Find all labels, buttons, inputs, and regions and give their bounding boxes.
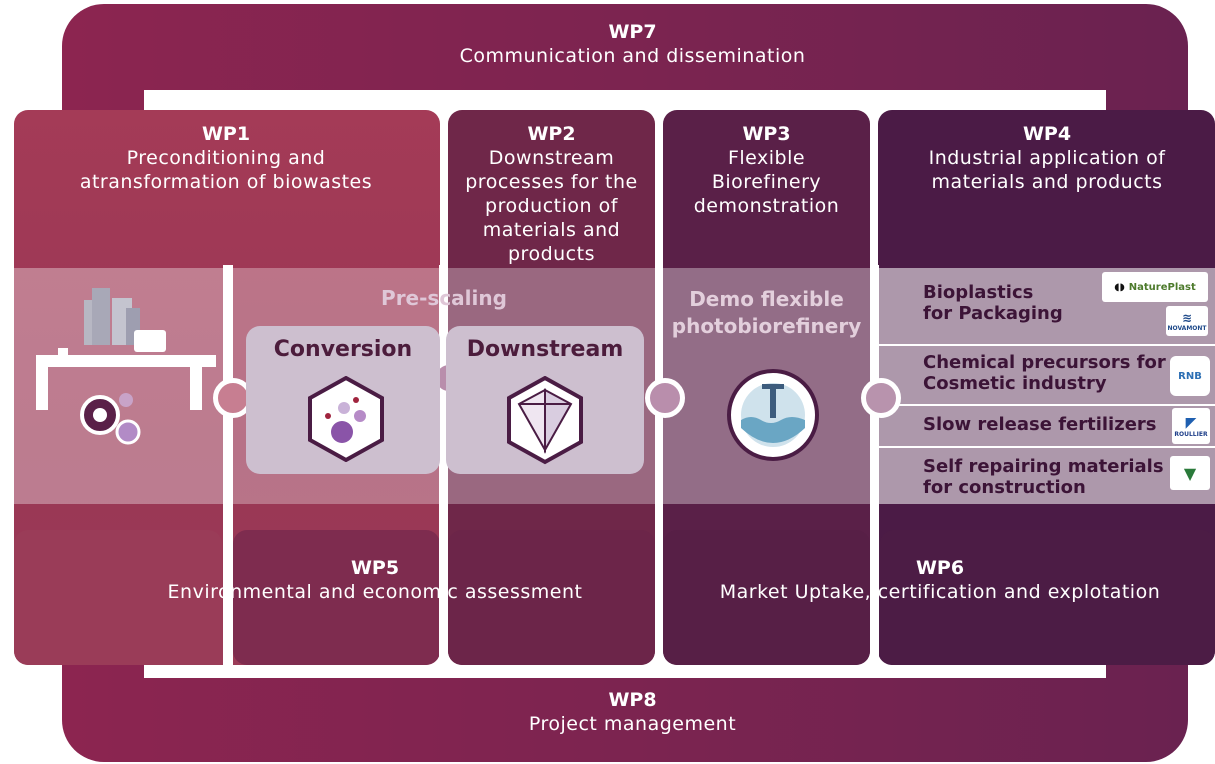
natureplast-logo: ◖◗NaturePlast: [1102, 272, 1208, 302]
wp5-piece-c: [448, 530, 655, 665]
product-line1: Self repairing materials: [923, 456, 1164, 477]
conversion-label: Conversion: [273, 337, 413, 362]
wp5-label: WP5 Environmental and economic assessmen…: [100, 556, 650, 604]
product-chemical-precursors: Chemical precursors for Cosmetic industr…: [923, 352, 1166, 394]
wp3-line: demonstration: [693, 195, 840, 217]
wp5-id: WP5: [350, 557, 400, 579]
wp4-line1: Industrial application of: [928, 147, 1166, 169]
wp7-title: Communication and dissemination: [459, 45, 806, 67]
puzzle-tab-4: [861, 378, 901, 418]
wp6-piece-b: [880, 530, 1215, 665]
wp2-line: products: [508, 243, 595, 265]
wp3-id: WP3: [742, 123, 791, 145]
product-divider-3: [879, 446, 1215, 448]
natureplast-text: NaturePlast: [1128, 281, 1196, 293]
wp2-line: production of: [485, 195, 618, 217]
prescaling-label: Pre-scaling: [381, 286, 507, 310]
product-fertilizers: Slow release fertilizers: [923, 414, 1157, 435]
wp1-line1: Preconditioning and: [126, 147, 326, 169]
wp2-line: materials and: [482, 219, 621, 241]
product-line2: for Packaging: [923, 303, 1063, 324]
separator-4: [870, 265, 879, 665]
wp3-line: Flexible: [727, 147, 806, 169]
wp7-id: WP7: [608, 21, 657, 43]
roullier-logo: ◤ROULLIER: [1172, 408, 1210, 444]
wp2-line: processes for the: [465, 171, 638, 193]
wp6-title: Market Uptake, certification and explota…: [719, 581, 1161, 603]
rnb-logo: RNB: [1170, 356, 1210, 396]
wp8-label: WP8 Project management: [300, 688, 965, 736]
downstream-hexagon-icon: [507, 376, 583, 465]
wp6-label: WP6 Market Uptake, certification and exp…: [690, 556, 1190, 604]
wp5-piece-b: [233, 530, 440, 665]
product-line1: Bioplastics: [923, 282, 1034, 303]
novamont-logo: ≋NOVAMONT: [1166, 306, 1208, 336]
novamont-text: NOVAMONT: [1167, 324, 1207, 332]
biowaste-icon: [36, 288, 216, 445]
product-line2: Cosmetic industry: [923, 373, 1107, 394]
wp3-label: WP3 Flexible Biorefinery demonstration: [663, 122, 870, 218]
wp1-id: WP1: [201, 123, 251, 145]
product-bioplastics: Bioplastics for Packaging: [923, 282, 1063, 324]
separator-3: [655, 265, 663, 665]
product-line2: for construction: [923, 477, 1086, 498]
wp1-label: WP1 Preconditioning and atransformation …: [40, 122, 412, 194]
wp2-label: WP2 Downstream processes for the product…: [448, 122, 655, 266]
middle-band-products: [879, 268, 1215, 504]
product-self-repairing: Self repairing materials for constructio…: [923, 456, 1164, 498]
product-line1: Slow release fertilizers: [923, 414, 1157, 435]
photobioreactor-icon: [727, 369, 819, 461]
product-line1: Chemical precursors for: [923, 352, 1166, 373]
wp4-id: WP4: [1022, 123, 1072, 145]
conversion-hexagon-icon: [308, 376, 384, 462]
wp1-line2: atransformation of biowastes: [79, 171, 373, 193]
rnb-text: RNB: [1178, 370, 1202, 382]
wp4-line2: materials and products: [931, 171, 1163, 193]
wp7-label: WP7 Communication and dissemination: [300, 20, 965, 68]
wp2-line: Downstream: [488, 147, 615, 169]
wp3-line: Biorefinery: [711, 171, 822, 193]
wp8-title: Project management: [528, 713, 737, 735]
separator-2: [439, 265, 448, 665]
product-divider-1: [879, 344, 1215, 346]
product-divider-2: [879, 404, 1215, 406]
demo-label: Demo flexible photobiorefinery: [663, 286, 870, 340]
downstream-label: Downstream: [466, 337, 624, 362]
wp6-piece-a: [663, 530, 870, 665]
wp5-title: Environmental and economic assessment: [167, 581, 583, 603]
puzzle-tab-3: [645, 378, 685, 418]
wp6-id: WP6: [915, 557, 965, 579]
wp4-label: WP4 Industrial application of materials …: [879, 122, 1215, 194]
wp5-piece-a: [14, 530, 222, 665]
demo-line2: photobiorefinery: [671, 314, 862, 338]
construction-logo: ▼: [1170, 456, 1210, 490]
wp8-id: WP8: [608, 689, 657, 711]
roullier-text: ROULLIER: [1174, 430, 1208, 438]
demo-line1: Demo flexible: [689, 287, 844, 311]
wp2-id: WP2: [527, 123, 576, 145]
separator-1: [223, 265, 233, 665]
